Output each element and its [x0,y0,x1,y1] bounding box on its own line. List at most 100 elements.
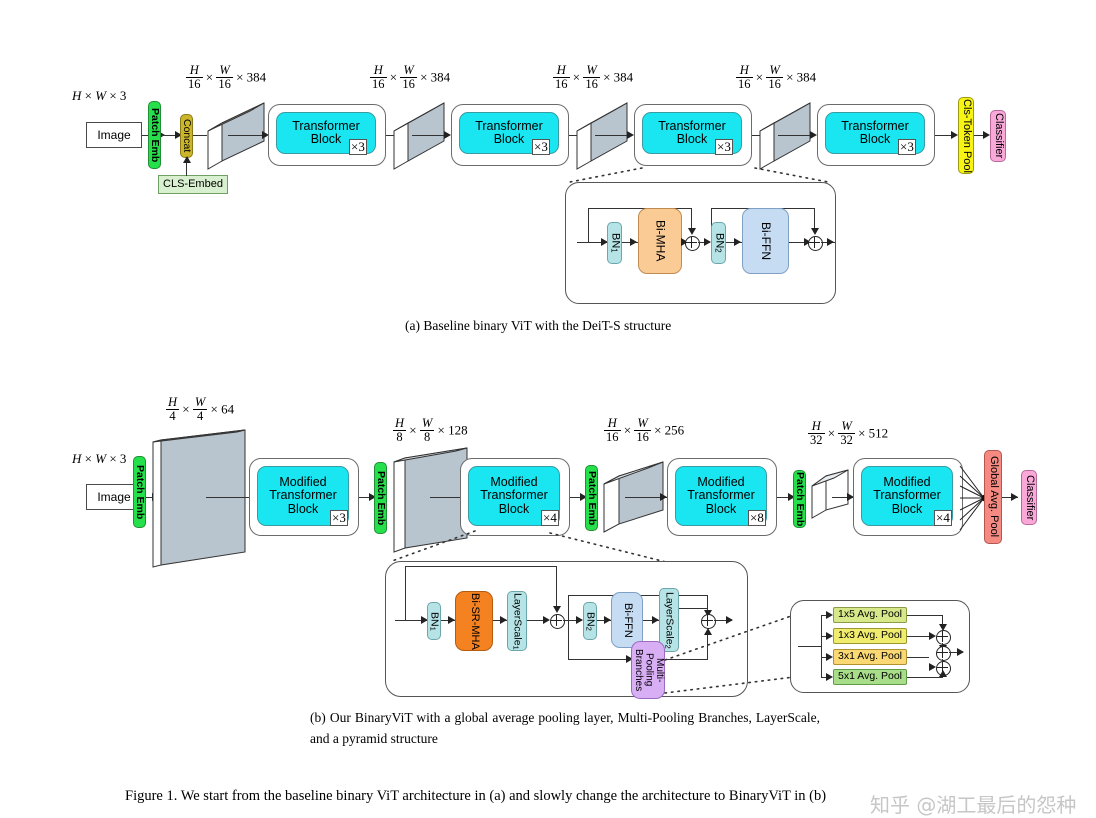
arrow [681,238,688,246]
arrow [576,616,583,624]
conn [665,659,708,660]
arrow [826,632,833,640]
arrow [175,131,182,139]
arrow [726,616,733,624]
panel-b-patch-embed-1: Patch Emb [133,456,146,528]
conn [228,135,266,136]
panel-a-block-2-repeat: ×3 [532,139,550,156]
arrow [826,673,833,681]
conn [777,497,795,498]
panel-b-classifier: Classifier [1021,470,1037,525]
panel-a-patch-embed: Patch Emb [148,101,161,169]
arrow [826,653,833,661]
arrow [704,628,712,635]
conn [206,497,262,498]
panel-a-concat: Concat [180,114,193,158]
conn [405,566,557,567]
panel-b-pool-branch-3: 3x1 Avg. Pool [833,649,907,665]
panel-a-caption: (a) Baseline binary ViT with the DeiT-S … [405,318,672,333]
conn [577,242,607,243]
conn [907,636,929,637]
conn [625,497,669,498]
panel-b-feature-map-3 [601,461,673,534]
panel-b-image-box: Image [86,484,142,510]
arrow [580,493,587,501]
arrow [448,616,455,624]
conn [588,208,589,242]
arrow [951,131,958,139]
arrow [553,606,561,613]
conn [643,620,659,621]
arrow [652,616,659,624]
panel-b-callout-leader [380,525,680,567]
conn [395,620,427,621]
arrow [630,238,637,246]
arrow [1011,493,1018,501]
panel-a-cls-embed: CLS-Embed [158,175,228,194]
panel-b-patch-embed-4: Patch Emb [793,470,806,528]
arrow [421,616,428,624]
conn [568,595,569,620]
conn [186,162,187,176]
watermark: 知乎 @湖工最后的怨种 [870,793,1077,817]
panel-b-layerscale-1: LayerScale1 [507,591,527,651]
conn [412,135,446,136]
arrow [601,238,608,246]
conn [568,620,569,660]
arrow [929,663,936,671]
conn [405,566,406,620]
conn [193,135,207,136]
conn [789,242,808,243]
arrow [734,238,741,246]
panel-a-feature-map-2 [392,102,452,170]
arrow [626,655,633,663]
conn [569,135,579,136]
conn [1002,497,1018,498]
arrow [811,228,819,235]
panel-a-block-1-repeat: ×3 [349,139,367,156]
panel-b-multi-pooling-branches: Multi- Pooling Branches [631,641,665,699]
panel-b-pool-add-final [936,646,951,661]
conn [974,135,987,136]
conn [430,497,466,498]
conn [142,497,156,498]
arrow [939,670,947,677]
arrow [929,632,936,640]
arrow [826,611,833,619]
arrow [627,131,634,139]
conn [527,620,548,621]
arrow [704,238,711,246]
conn [907,657,929,658]
arrow [604,616,611,624]
conn [359,497,375,498]
conn [679,608,708,609]
arrow [688,228,696,235]
conn [556,566,557,608]
panel-b-patch-embed-2: Patch Emb [374,462,387,534]
arrow [500,616,507,624]
conn [821,615,829,616]
arrow [827,238,834,246]
panel-b-bi-sr-mha: Bi-SR-MHA [455,591,493,651]
panel-a-bi-ffn: Bi-FFN [742,208,789,274]
panel-b-pool-branch-4: 5x1 Avg. Pool [833,669,907,685]
conn [714,620,732,621]
arrow [810,131,817,139]
panel-b-block-1-repeat: ×3 [330,510,348,527]
panel-a-image-box: Image [86,122,142,148]
arrow [704,610,712,617]
conn [907,677,943,678]
arrow [983,131,990,139]
panel-b-pool-branch-2: 1x3 Avg. Pool [833,628,907,644]
panel-b-feature-map-1 [150,429,250,570]
panel-b-global-avg-pool: Global Avg. Pool [984,450,1002,544]
panel-b-pool-add-1 [936,630,951,645]
conn [942,615,943,628]
panel-b-pool-branch-1: 1x5 Avg. Pool [833,607,907,623]
conn [595,135,629,136]
figure-caption: Figure 1. We start from the baseline bin… [125,788,827,804]
conn [568,620,582,621]
